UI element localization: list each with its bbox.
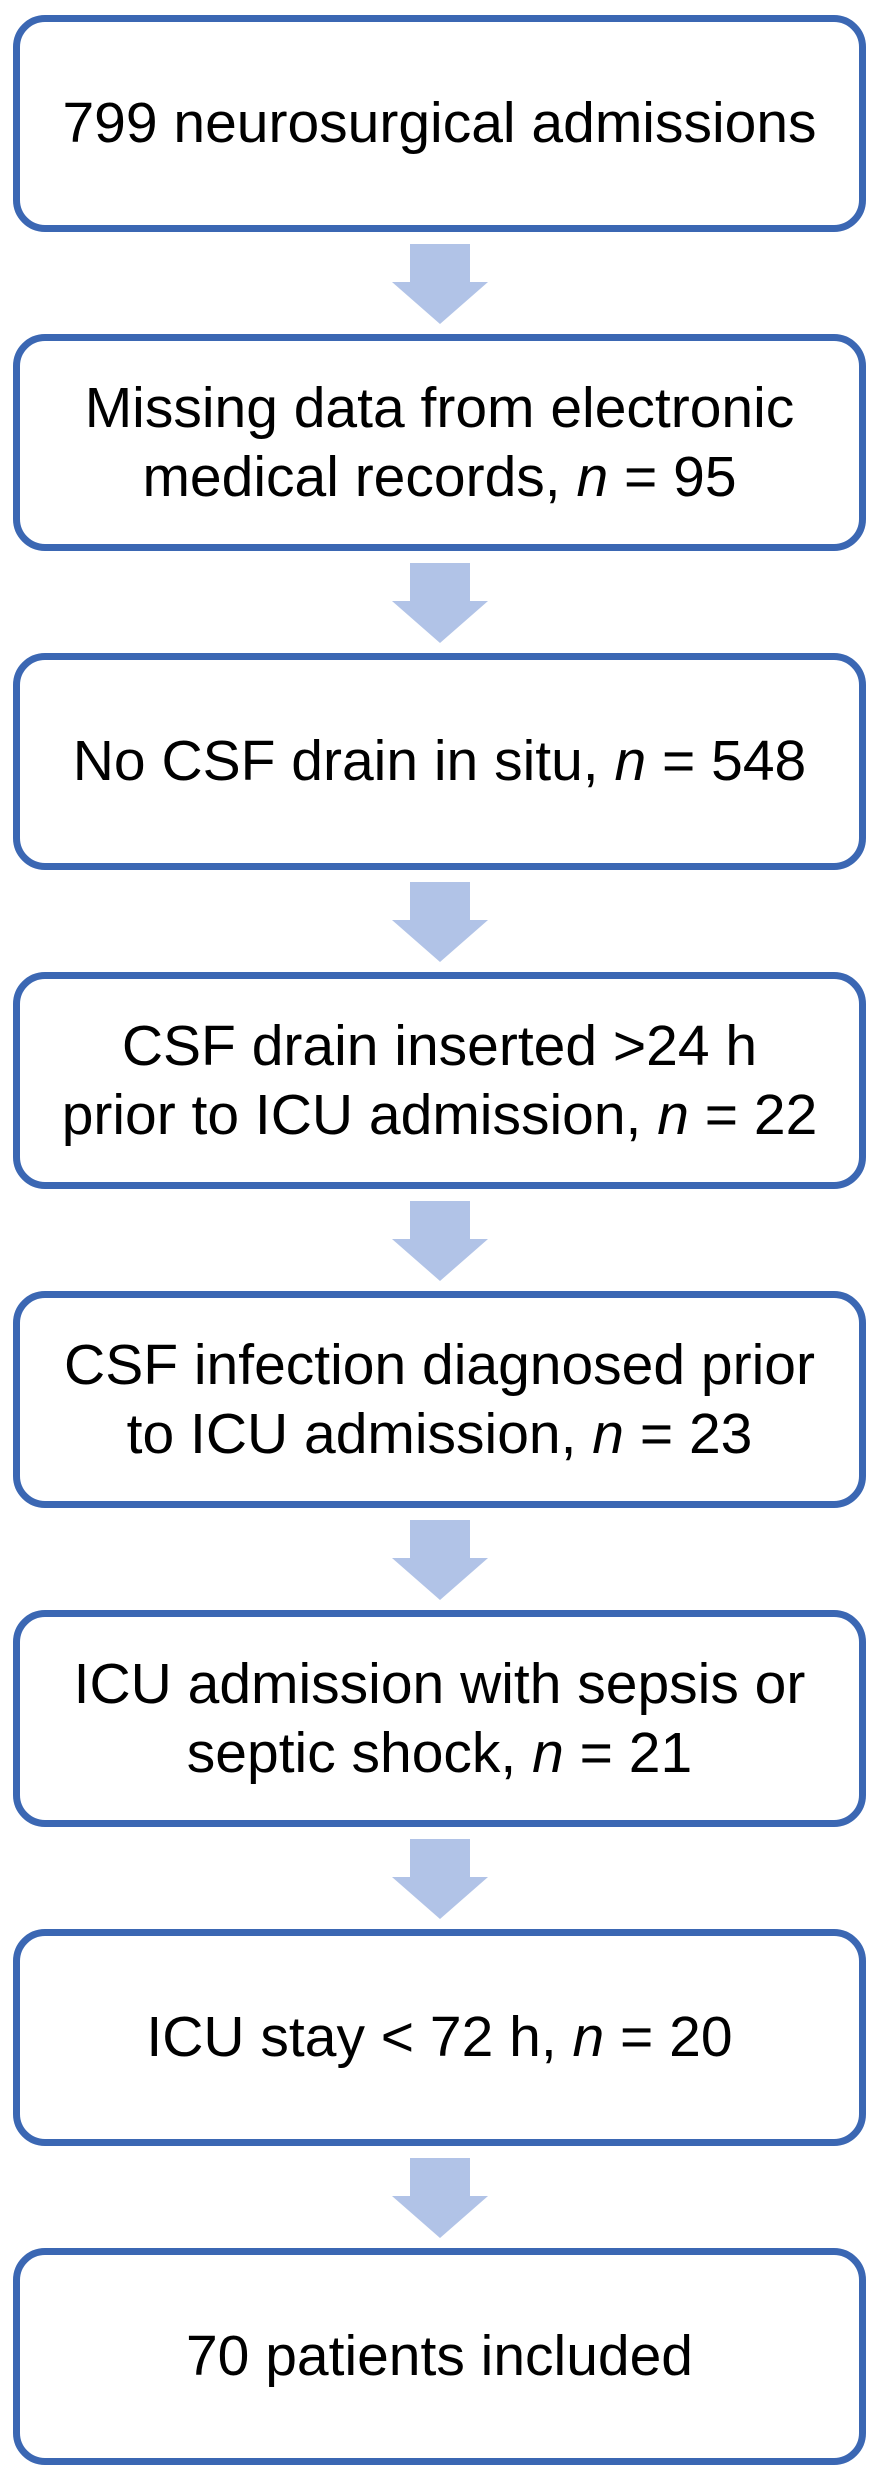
down-arrow-icon — [391, 1520, 488, 1600]
box-text-segment: = 21 — [563, 1720, 693, 1785]
down-arrow-icon — [391, 563, 488, 643]
flow-connector — [13, 551, 866, 653]
down-arrow-icon — [391, 244, 488, 324]
box-text-segment: = 548 — [646, 729, 807, 793]
box-text-segment: = 23 — [624, 1401, 753, 1466]
box-text-segment: CSF infection diagnosed prior — [64, 1332, 815, 1397]
box-text-segment: = 20 — [604, 2005, 733, 2069]
italic-n-text: n — [657, 1082, 689, 1147]
italic-n-text: n — [572, 2005, 605, 2069]
italic-n-text: n — [614, 729, 647, 793]
flow-connector — [13, 1508, 866, 1610]
box-text-segment: 70 patients included — [185, 2324, 694, 2388]
flow-connector — [13, 870, 866, 972]
box-text-line: to ICU admission, n = 23 — [127, 1400, 753, 1469]
flow-connector — [13, 1827, 866, 1929]
flow-connector — [13, 232, 866, 334]
box-text-segment: ICU stay < 72 h, — [146, 2005, 573, 2069]
box-text-segment: No CSF drain in situ, — [72, 729, 615, 793]
box-text-line: Missing data from electronic — [85, 374, 795, 443]
box-text-segment: Missing data from electronic — [84, 375, 795, 440]
box-text-segment: = 22 — [688, 1082, 818, 1147]
box-text-segment: to ICU admission, — [126, 1401, 593, 1466]
box-text-line: ICU stay < 72 h, n = 20 — [146, 2003, 732, 2072]
italic-n-text: n — [576, 444, 609, 509]
box-text-segment: prior to ICU admission, — [61, 1082, 658, 1147]
box-text-line: CSF infection diagnosed prior — [64, 1331, 815, 1400]
box-text-line: 70 patients included — [186, 2322, 693, 2391]
italic-n-text: n — [592, 1401, 624, 1466]
flow-connector — [13, 2146, 866, 2248]
flow-box-patients-included: 70 patients included — [13, 2248, 866, 2465]
down-arrow-icon — [391, 882, 488, 962]
box-text-segment: 799 neurosurgical admissions — [62, 91, 817, 155]
box-text-segment: CSF drain inserted >24 h — [121, 1013, 758, 1078]
box-text-segment: ICU admission with sepsis or — [73, 1651, 806, 1716]
box-text-line: No CSF drain in situ, n = 548 — [73, 727, 806, 796]
flow-box-icu-stay-under-72h: ICU stay < 72 h, n = 20 — [13, 1929, 866, 2146]
box-text-line: prior to ICU admission, n = 22 — [62, 1081, 818, 1150]
box-text-line: septic shock, n = 21 — [187, 1719, 692, 1788]
down-arrow-icon — [391, 1201, 488, 1281]
box-text-segment: medical records, — [142, 444, 577, 509]
box-text-segment: septic shock, — [186, 1720, 533, 1785]
box-text-line: medical records, n = 95 — [142, 443, 736, 512]
down-arrow-icon — [391, 2158, 488, 2238]
flow-box-neurosurgical-admissions: 799 neurosurgical admissions — [13, 15, 866, 232]
italic-n-text: n — [532, 1720, 564, 1785]
box-text-segment: = 95 — [608, 444, 737, 509]
box-text-line: ICU admission with sepsis or — [74, 1650, 806, 1719]
box-text-line: CSF drain inserted >24 h — [122, 1012, 757, 1081]
box-text-line: 799 neurosurgical admissions — [62, 89, 816, 158]
flow-connector — [13, 1189, 866, 1291]
flow-box-no-csf-drain: No CSF drain in situ, n = 548 — [13, 653, 866, 870]
down-arrow-icon — [391, 1839, 488, 1919]
